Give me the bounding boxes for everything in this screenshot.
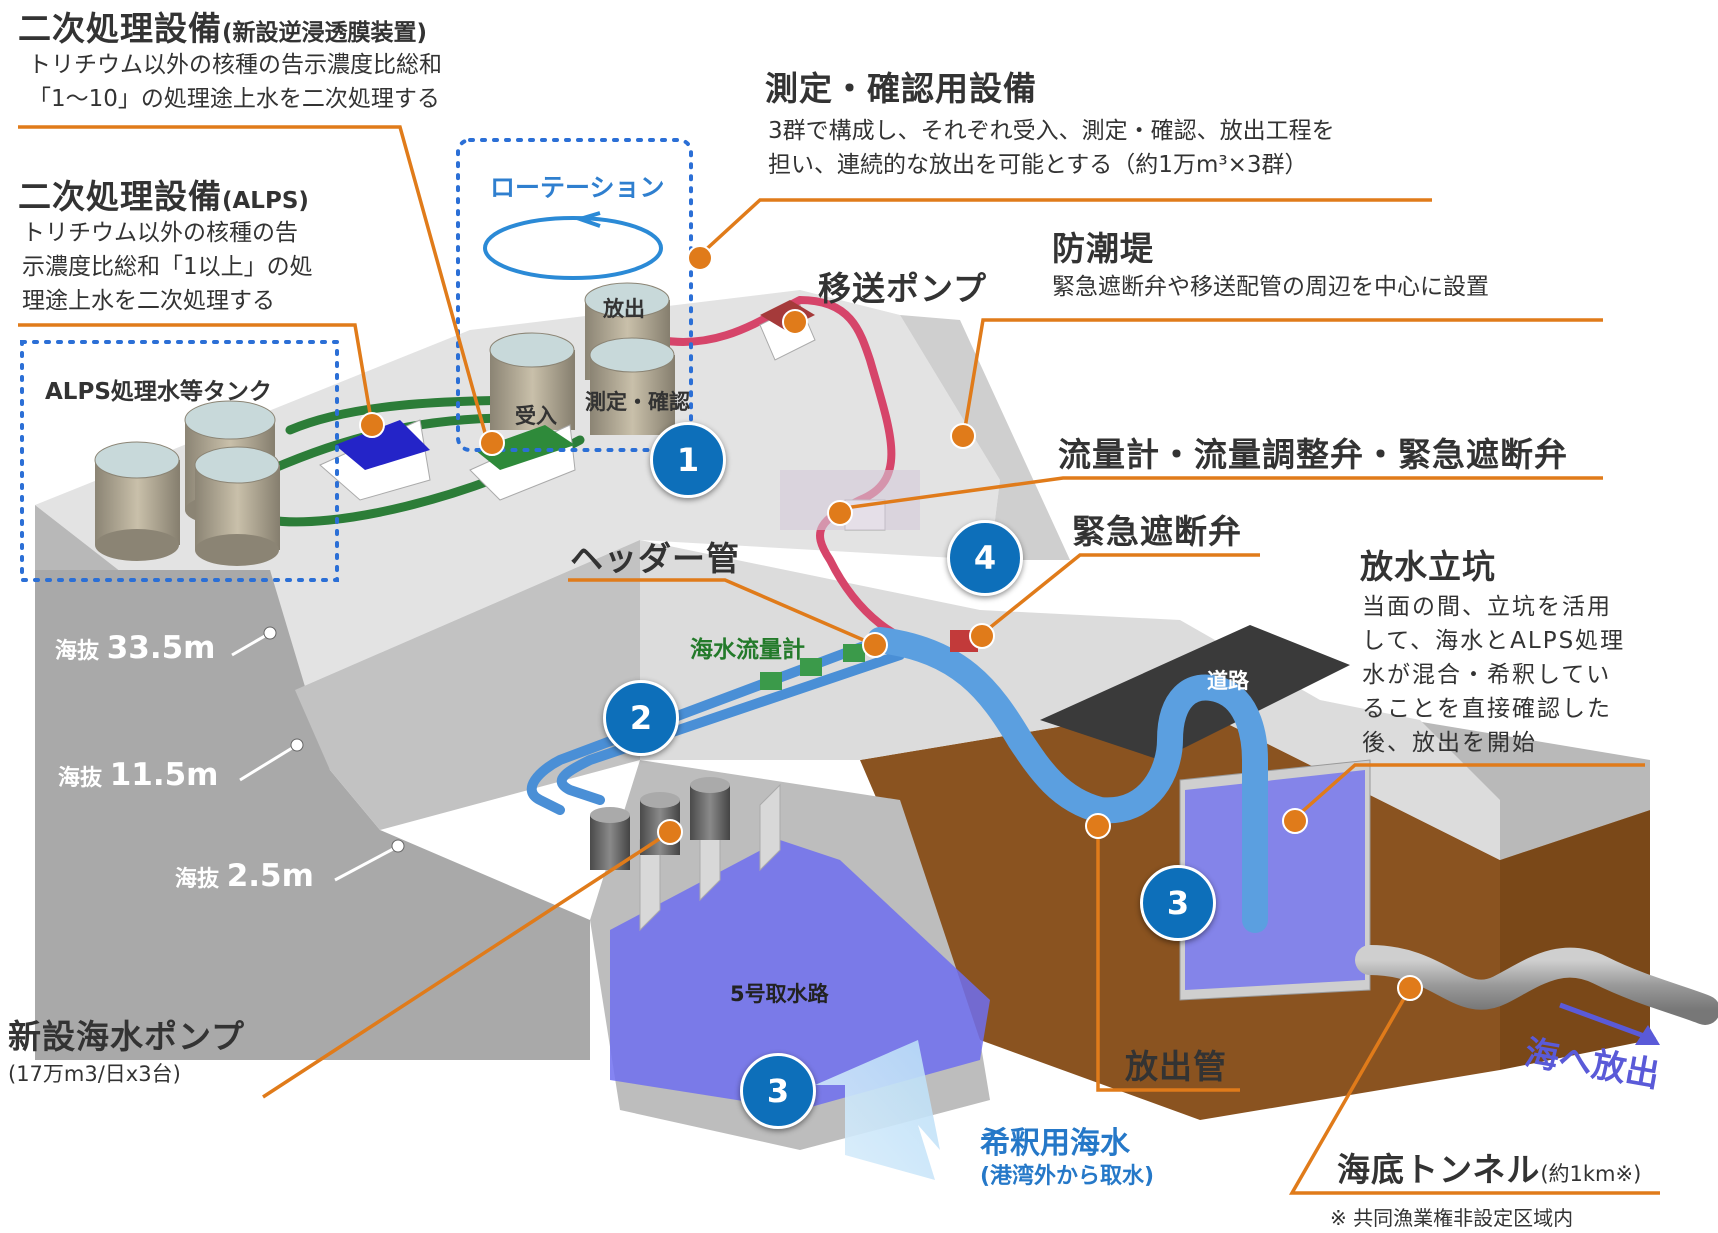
tanks [94, 282, 730, 870]
measure-tank [489, 332, 575, 430]
cliff-left [35, 570, 590, 1060]
ro-facility-title: 二次処理設備 [18, 9, 222, 48]
sea-release-arrow-icon [1559, 1002, 1660, 1045]
tank-tag-release: 放出 [603, 297, 645, 321]
rotation-group-outline [456, 138, 693, 452]
step-badge-3-intake: 3 [740, 1053, 816, 1129]
alps-facility-heading: 二次処理設備(ALPS) [18, 170, 309, 218]
flowmeter-label: 流量計・流量調整弁・緊急遮断弁 [1058, 435, 1568, 474]
rotation-label: ローテーション [490, 173, 665, 202]
seawater-flowmeter-label: 海水流量計 [690, 637, 805, 663]
leader-lines [18, 125, 1660, 1195]
elevation-value: 11.5m [109, 757, 219, 793]
elevation-prefix: 海抜 [58, 766, 103, 791]
tank-tag-measure: 測定・確認 [585, 390, 690, 414]
terrain [35, 290, 1650, 1150]
alps-tank [194, 446, 280, 566]
discharge-pipe [867, 627, 1268, 933]
elevation-value: 2.5m [226, 858, 314, 894]
header-pipe-label: ヘッダー管 [570, 539, 740, 578]
footnote: ※ 共同漁業権非設定区域内 [1330, 1206, 1574, 1230]
discharge-shaft-title: 放水立坑 [1360, 547, 1496, 586]
elevation-value: 33.5m [106, 630, 216, 666]
tank-tag-receive: 受入 [515, 404, 557, 428]
elevation-33-label: 海抜 33.5m [55, 630, 215, 666]
intake-water [610, 840, 990, 1110]
undersea-tunnel-title: 海底トンネル [1337, 1150, 1541, 1189]
seawater-flowmeters [760, 644, 865, 690]
alps-building-roof [475, 425, 575, 470]
discharge-shaft-desc: 当面の間、立坑を活用 して、海水とALPS処理 水が混合・希釈してい ることを直… [1362, 594, 1626, 756]
elevation-11-label: 海抜 11.5m [58, 757, 218, 793]
emergency-valve-label: 緊急遮断弁 [1072, 512, 1242, 551]
elevation-dots [263, 626, 405, 853]
leader-dots [359, 245, 1423, 1001]
dilution-subtitle: (港湾外から取水) [980, 1164, 1155, 1189]
ro-facility-heading: 二次処理設備(新設逆浸透膜装置) [18, 2, 427, 50]
elevation-prefix: 海抜 [55, 639, 100, 664]
ro-building-roof [335, 420, 430, 470]
alps-tank-label: ALPS処理水等タンク [45, 379, 272, 405]
dilution-arrow-icon [815, 1040, 940, 1180]
dilution-title: 希釈用海水 [980, 1126, 1130, 1161]
step-badge-4: 4 [947, 520, 1023, 596]
alps-tank-group-outline [20, 340, 339, 582]
road-label: 道路 [1207, 669, 1249, 693]
measure-tank [589, 337, 675, 435]
intake-label: 5号取水路 [730, 982, 829, 1006]
undersea-tunnel-subtitle: (約1km※) [1540, 1162, 1642, 1186]
elevation-prefix: 海抜 [175, 867, 220, 892]
seawall-desc: 緊急遮断弁や移送配管の周辺を中心に設置 [1052, 274, 1489, 300]
ro-facility-subtitle: (新設逆浸透膜装置) [222, 20, 428, 46]
alps-facility-title: 二次処理設備 [18, 177, 222, 216]
new-pump-desc: (17万m3/日x3台) [8, 1062, 181, 1086]
new-pump-title: 新設海水ポンプ [8, 1017, 246, 1056]
shaft-water [1185, 770, 1365, 990]
alps-facility-desc: トリチウム以外の核種の告 示濃度比総和「1以上」の処 理途上水を二次処理する [22, 220, 313, 314]
transfer-pump-label: 移送ポンプ [818, 269, 988, 308]
undersea-tunnel [1355, 945, 1718, 1025]
discharge-pipe-label: 放出管 [1125, 1047, 1227, 1086]
alps-tank [94, 441, 180, 561]
measurement-title: 測定・確認用設備 [765, 69, 1037, 108]
ro-facility-desc: トリチウム以外の核種の告示濃度比総和 「1～10」の処理途上水を二次処理する [28, 52, 442, 112]
rotation-icon [483, 211, 663, 280]
blue-header-pipe-1 [526, 635, 885, 815]
step-badge-1: 1 [650, 422, 726, 498]
elevation-leaders [231, 631, 396, 882]
blue-header-pipe-2 [556, 650, 905, 805]
undersea-tunnel-heading: 海底トンネル(約1km※) [1337, 1143, 1641, 1191]
measurement-desc: 3群で構成し、それぞれ受入、測定・確認、放出工程を 担い、連続的な放出を可能とす… [768, 118, 1335, 178]
step-badge-2: 2 [603, 680, 679, 756]
seawall-title: 防潮堤 [1052, 229, 1154, 268]
step-badge-3-shaft: 3 [1140, 865, 1216, 941]
elevation-2-label: 海抜 2.5m [175, 858, 314, 894]
cliff-front-lower [295, 540, 640, 830]
soil-right-side [1500, 810, 1650, 1070]
platform-slope [900, 315, 1070, 560]
alps-facility-subtitle: (ALPS) [222, 188, 309, 214]
